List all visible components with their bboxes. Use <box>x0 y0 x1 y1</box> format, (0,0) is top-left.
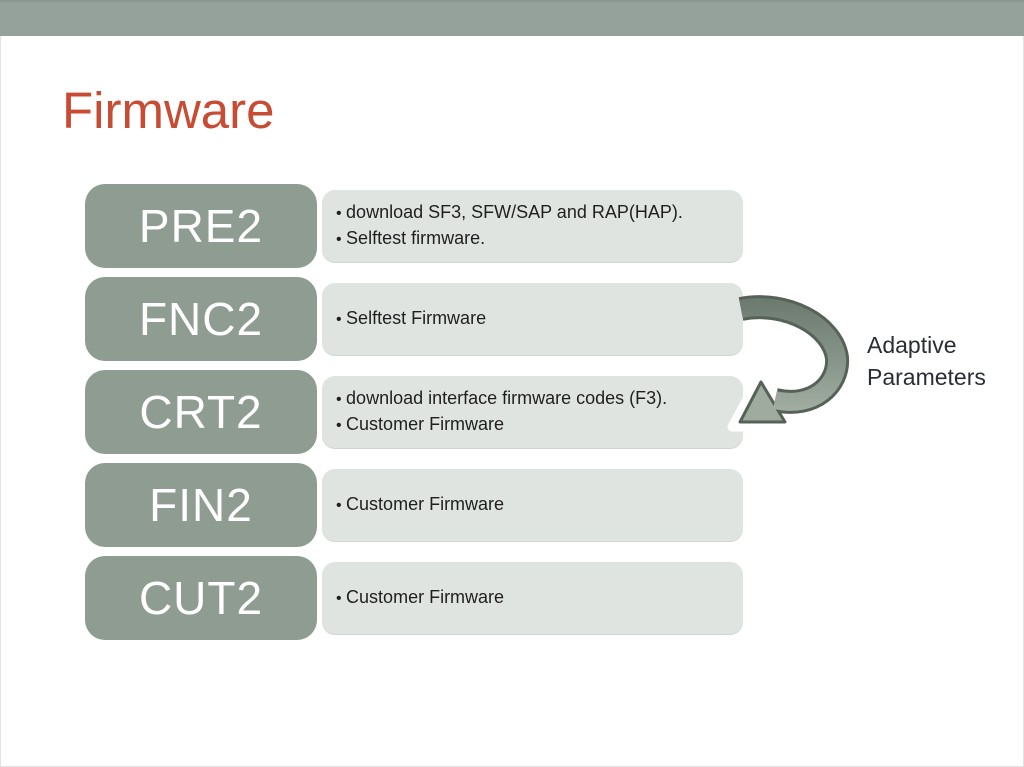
bullet-line: Selftest firmware. <box>336 226 737 252</box>
stage-label-box: CUT2 <box>85 556 317 640</box>
stage-desc-box: download SF3, SFW/SAP and RAP(HAP). Self… <box>322 190 743 262</box>
bullet-line: Customer Firmware <box>336 492 737 518</box>
stage-label-box: CRT2 <box>85 370 317 454</box>
stage-label-box: FNC2 <box>85 277 317 361</box>
stage-desc-box: Customer Firmware <box>322 562 743 634</box>
bullet-line: Customer Firmware <box>336 585 737 611</box>
stage-label: PRE2 <box>138 200 264 252</box>
stage-label-box: PRE2 <box>85 184 317 268</box>
stage-desc-box: download interface firmware codes (F3). … <box>322 376 743 448</box>
process-row-fin2: FIN2 Customer Firmware <box>85 463 745 547</box>
bullet-line: download interface firmware codes (F3). <box>336 386 737 412</box>
stage-label: CUT2 <box>138 572 264 624</box>
stage-label: FNC2 <box>138 293 264 345</box>
u-turn-arrow-icon <box>715 270 865 445</box>
stage-desc-box: Customer Firmware <box>322 469 743 541</box>
top-bar <box>0 0 1024 36</box>
stage-label-box: FIN2 <box>85 463 317 547</box>
stage-label: FIN2 <box>149 479 253 531</box>
stage-desc-box: Selftest Firmware <box>322 283 743 355</box>
annotation-adaptive-parameters: Adaptive Parameters <box>867 332 986 390</box>
bullet-line: download SF3, SFW/SAP and RAP(HAP). <box>336 200 737 226</box>
process-row-crt2: CRT2 download interface firmware codes (… <box>85 370 745 454</box>
process-row-cut2: CUT2 Customer Firmware <box>85 556 745 640</box>
bullet-line: Selftest Firmware <box>336 306 737 332</box>
stage-label: CRT2 <box>139 386 263 438</box>
page-title: Firmware <box>62 82 275 139</box>
process-list: PRE2 download SF3, SFW/SAP and RAP(HAP).… <box>85 184 745 649</box>
process-row-fnc2: FNC2 Selftest Firmware <box>85 277 745 361</box>
process-row-pre2: PRE2 download SF3, SFW/SAP and RAP(HAP).… <box>85 184 745 268</box>
bullet-line: Customer Firmware <box>336 412 737 438</box>
